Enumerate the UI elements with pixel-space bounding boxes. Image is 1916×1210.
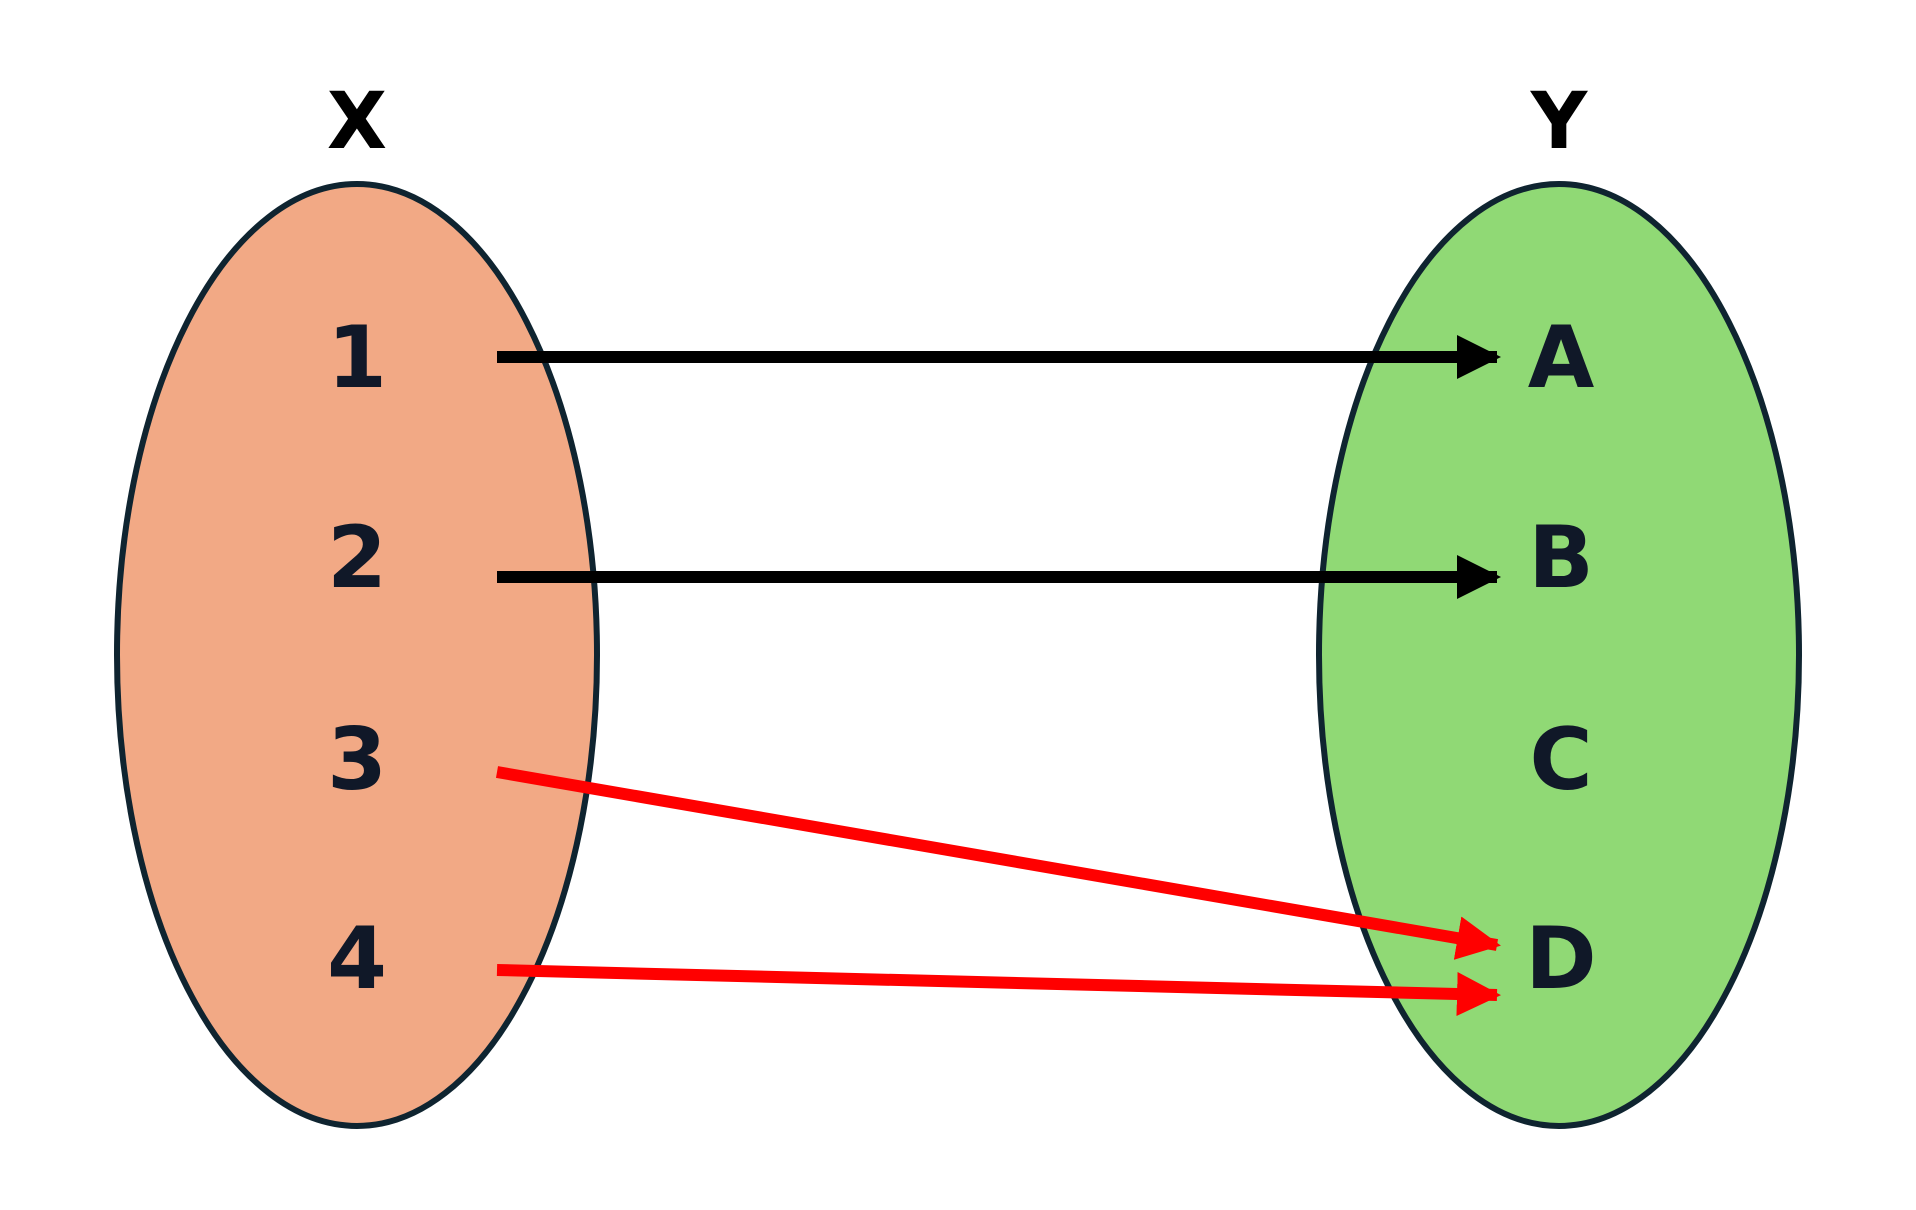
codomain-element-b: B <box>1528 508 1594 608</box>
domain-element-4: 4 <box>327 909 387 1009</box>
codomain-set-ellipse <box>1316 181 1802 1129</box>
domain-set-title: X <box>327 77 387 167</box>
domain-element-2: 2 <box>327 508 387 608</box>
codomain-element-c: C <box>1529 710 1592 810</box>
codomain-set-title: Y <box>1530 77 1589 167</box>
mapping-arrows <box>495 335 1501 1016</box>
arrow-3-to-d <box>495 766 1501 960</box>
arrow-4-to-d <box>496 964 1501 1016</box>
domain-element-3: 3 <box>327 710 387 810</box>
codomain-elements: A B C D <box>1525 308 1596 1009</box>
domain-set-ellipse <box>114 181 600 1129</box>
domain-element-1: 1 <box>327 308 387 408</box>
codomain-element-d: D <box>1525 909 1596 1009</box>
codomain-element-a: A <box>1528 308 1595 408</box>
domain-elements: 1 2 3 4 <box>327 308 387 1009</box>
